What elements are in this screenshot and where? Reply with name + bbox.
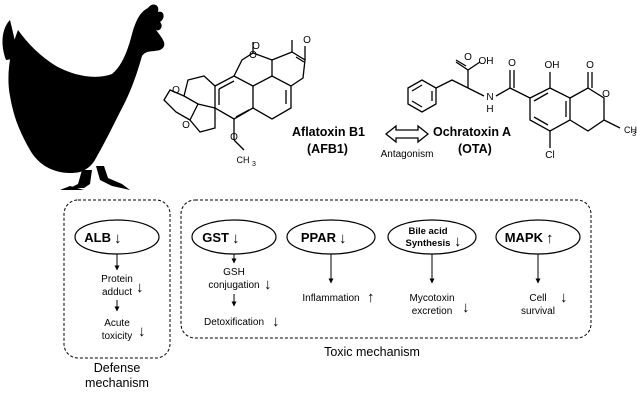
svg-text:OH: OH	[545, 60, 560, 71]
cell-survival-arrow: ↓	[560, 289, 568, 306]
acute-toxicity-arrow: ↓	[138, 323, 146, 340]
protein-adduct-line1: Protein	[101, 274, 133, 285]
acute-toxicity-line1: Acute	[104, 318, 130, 329]
svg-text:O: O	[172, 85, 180, 96]
bile-acid-arrow: ↓	[454, 233, 462, 250]
svg-text:3: 3	[632, 131, 636, 138]
svg-text:O: O	[249, 50, 257, 61]
defense-panel	[63, 199, 171, 359]
svg-text:H: H	[486, 104, 493, 115]
chicken-silhouette-icon	[2, 4, 165, 190]
mycotoxin-line1: Mycotoxin	[409, 293, 454, 304]
cell-survival-line1: Cell	[529, 293, 546, 304]
ota-structure	[407, 59, 621, 148]
toxic-caption: Toxic mechanism	[324, 345, 420, 359]
detoxification-arrow: ↓	[272, 313, 280, 330]
ota-atoms: O OH N H O OH O O CH 3 Cl	[464, 52, 637, 161]
ota-name: Ochratoxin A	[433, 125, 511, 139]
svg-text:OH: OH	[479, 56, 494, 67]
defense-caption-line2: mechanism	[85, 376, 149, 390]
bile-acid-label-line2: Synthesis	[406, 238, 451, 249]
alb-arrow: ↓	[114, 230, 122, 247]
protein-adduct-arrow: ↓	[136, 279, 144, 296]
gsh-line1: GSH	[223, 267, 245, 278]
defense-caption-line1: Defense	[94, 361, 141, 375]
afb1-atoms: O O O O O O CH 3	[172, 35, 311, 168]
gsh-line2: conjugation	[208, 280, 259, 291]
antagonism-arrow-icon	[384, 124, 430, 144]
svg-text:O: O	[586, 60, 594, 71]
svg-text:O: O	[602, 89, 610, 100]
protein-adduct-line2: adduct	[102, 287, 132, 298]
mapk-label: MAPK	[505, 230, 544, 245]
bile-acid-label-line1: Bile acid	[408, 226, 447, 237]
svg-text:3: 3	[252, 161, 256, 168]
mycotoxin-line2: excretion	[412, 306, 453, 317]
afb1-name: Aflatoxin B1	[292, 125, 365, 139]
svg-text:CH: CH	[624, 125, 637, 135]
svg-text:CH: CH	[237, 155, 250, 165]
alb-label: ALB	[84, 230, 111, 245]
mycotoxin-arrow: ↓	[462, 299, 470, 316]
svg-text:O: O	[230, 132, 238, 143]
acute-toxicity-line2: toxicity	[102, 331, 133, 342]
ppar-arrow: ↓	[339, 230, 347, 247]
mapk-arrow: ↑	[546, 230, 554, 247]
detoxification-label: Detoxification	[204, 317, 264, 328]
ppar-label: PPAR	[301, 230, 337, 245]
svg-text:O: O	[182, 120, 190, 131]
gsh-arrow: ↓	[264, 276, 272, 293]
ota-abbr: (OTA)	[458, 142, 492, 156]
inflammation-label: Inflammation	[302, 293, 359, 304]
inflammation-arrow: ↑	[367, 289, 375, 306]
cell-survival-line2: survival	[521, 306, 555, 317]
svg-text:O: O	[464, 52, 472, 63]
svg-text:O: O	[508, 58, 516, 69]
gst-arrow: ↓	[232, 230, 240, 247]
antagonism-label: Antagonism	[381, 149, 434, 160]
svg-text:Cl: Cl	[545, 150, 554, 161]
toxic-panel	[180, 199, 592, 339]
afb1-abbr: (AFB1)	[307, 142, 348, 156]
svg-text:O: O	[252, 41, 260, 52]
svg-text:N: N	[486, 92, 493, 103]
gst-label: GST	[202, 230, 229, 245]
svg-text:O: O	[303, 35, 311, 46]
afb1-structure	[163, 40, 306, 151]
